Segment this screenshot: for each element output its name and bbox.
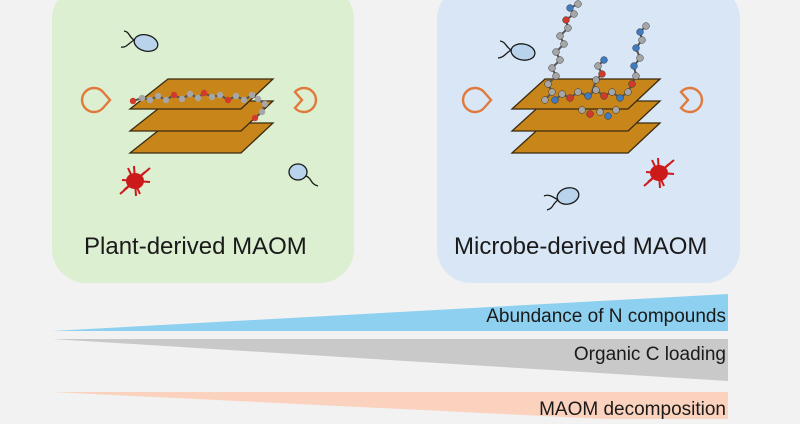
plant-panel-label: Plant-derived MAOM (84, 233, 307, 260)
atom-n (551, 96, 559, 104)
microbe-mineral-stack-icon (510, 78, 662, 154)
atom-c (541, 96, 549, 104)
atom-c (624, 88, 632, 96)
atom-c (642, 22, 650, 30)
microbe-atoms (541, 0, 650, 120)
fungus-red-icon (119, 165, 151, 197)
atom-n (584, 92, 592, 100)
atom-c (592, 86, 600, 94)
atom-c (552, 72, 560, 80)
atom-o (628, 80, 636, 88)
atom-o (562, 16, 570, 24)
enzyme-pacman-icon (461, 86, 493, 114)
atom-c (578, 106, 586, 114)
atom-n (616, 94, 624, 102)
enzyme-pacman-icon (80, 86, 112, 114)
atom-o (600, 92, 608, 100)
atom-o (586, 110, 594, 118)
atom-c (558, 90, 566, 98)
atom-c (608, 88, 616, 96)
bacterium-icon (288, 163, 319, 187)
atom-c (594, 62, 602, 70)
bacterium-icon (543, 187, 580, 211)
fungus-red-icon (643, 157, 675, 189)
atom-c (574, 0, 582, 8)
atom-o (598, 70, 606, 78)
atom-n (566, 4, 574, 12)
plant-molecule-icon (129, 89, 269, 122)
bacterium-icon (497, 40, 536, 61)
atom-n (600, 56, 608, 64)
atom-c (596, 108, 604, 116)
wedge-label-decomposition: MAOM decomposition (539, 399, 726, 420)
atom-c (544, 80, 552, 88)
wedge-decomposition (52, 392, 728, 424)
wedge-n-compounds (52, 294, 728, 331)
atom-o (566, 94, 574, 102)
atom-c (632, 72, 640, 80)
wedge-label-n-compounds: Abundance of N compounds (486, 306, 726, 327)
atom-c (570, 10, 578, 18)
atom-c (552, 48, 560, 56)
atom-c (548, 88, 556, 96)
enzyme-pacman-icon (293, 86, 318, 114)
atom-c (592, 76, 600, 84)
atom-n (604, 112, 612, 120)
atom-c (556, 56, 564, 64)
microbe-panel-label: Microbe-derived MAOM (454, 233, 708, 260)
atom-c (574, 88, 582, 96)
bacterium-icon (120, 30, 159, 52)
atom-c (556, 32, 564, 40)
atom-c (560, 40, 568, 48)
atom-n (632, 44, 640, 52)
wedge-label-organic-c: Organic C loading (573, 344, 726, 365)
enzyme-pacman-icon (679, 86, 704, 114)
atom-c (564, 24, 572, 32)
atom-c (638, 36, 646, 44)
wedge-organic-c (52, 339, 728, 381)
atom-c (548, 64, 556, 72)
atom-c (636, 54, 644, 62)
atom-n (630, 62, 638, 70)
atom-c (612, 106, 620, 114)
atom-n (636, 28, 644, 36)
